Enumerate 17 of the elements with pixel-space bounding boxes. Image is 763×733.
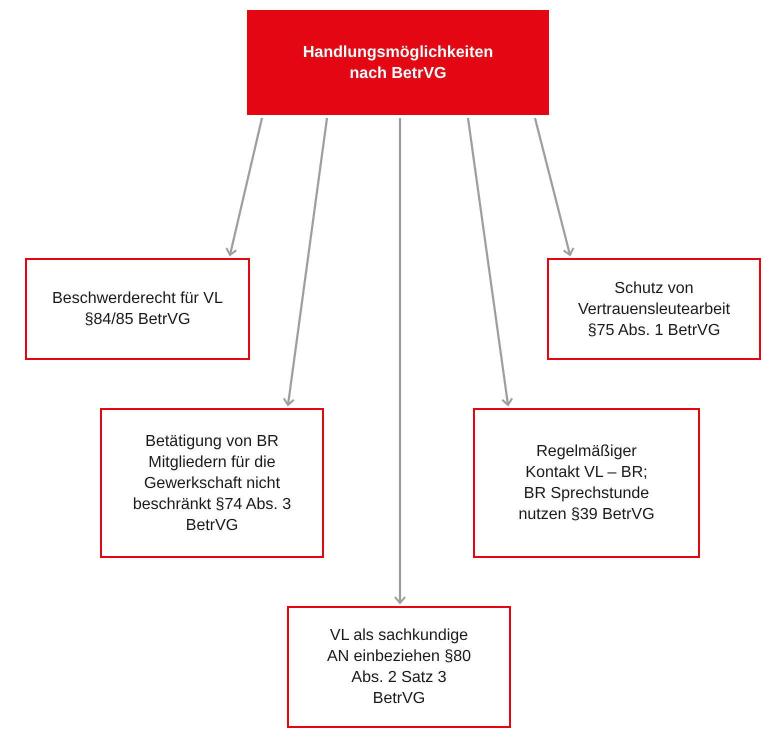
box-text: Regelmäßiger Kontakt VL – BR; BR Sprechstunde nutzen §39 BetrVG — [517, 442, 656, 525]
process-box — [287, 606, 511, 728]
process-box — [100, 408, 324, 558]
title-box — [247, 10, 549, 115]
arrow — [466, 118, 514, 406]
arrow — [226, 118, 264, 256]
arrow — [282, 118, 328, 406]
process-box — [473, 408, 700, 558]
process-box — [25, 258, 250, 360]
box-text: Beschwerderecht für VL §84/85 BetrVG — [51, 289, 224, 330]
box-text: Handlungsmöglichkeiten nach BetrVG — [302, 42, 494, 84]
process-box — [547, 258, 761, 360]
arrow — [394, 118, 406, 604]
arrow — [534, 118, 574, 256]
box-text: VL als sachkundige AN einbeziehen §80 Abs. 2 Satz 3 BetrVG — [326, 626, 472, 709]
box-text: Schutz von Vertrauensleutearbeit §75 Abs. 1 BetrVG — [576, 278, 732, 340]
box-text: Betätigung von BR Mitgliedern für die Gewerkschaft nicht beschränkt §74 Abs. 3 BetrVG — [132, 432, 292, 536]
